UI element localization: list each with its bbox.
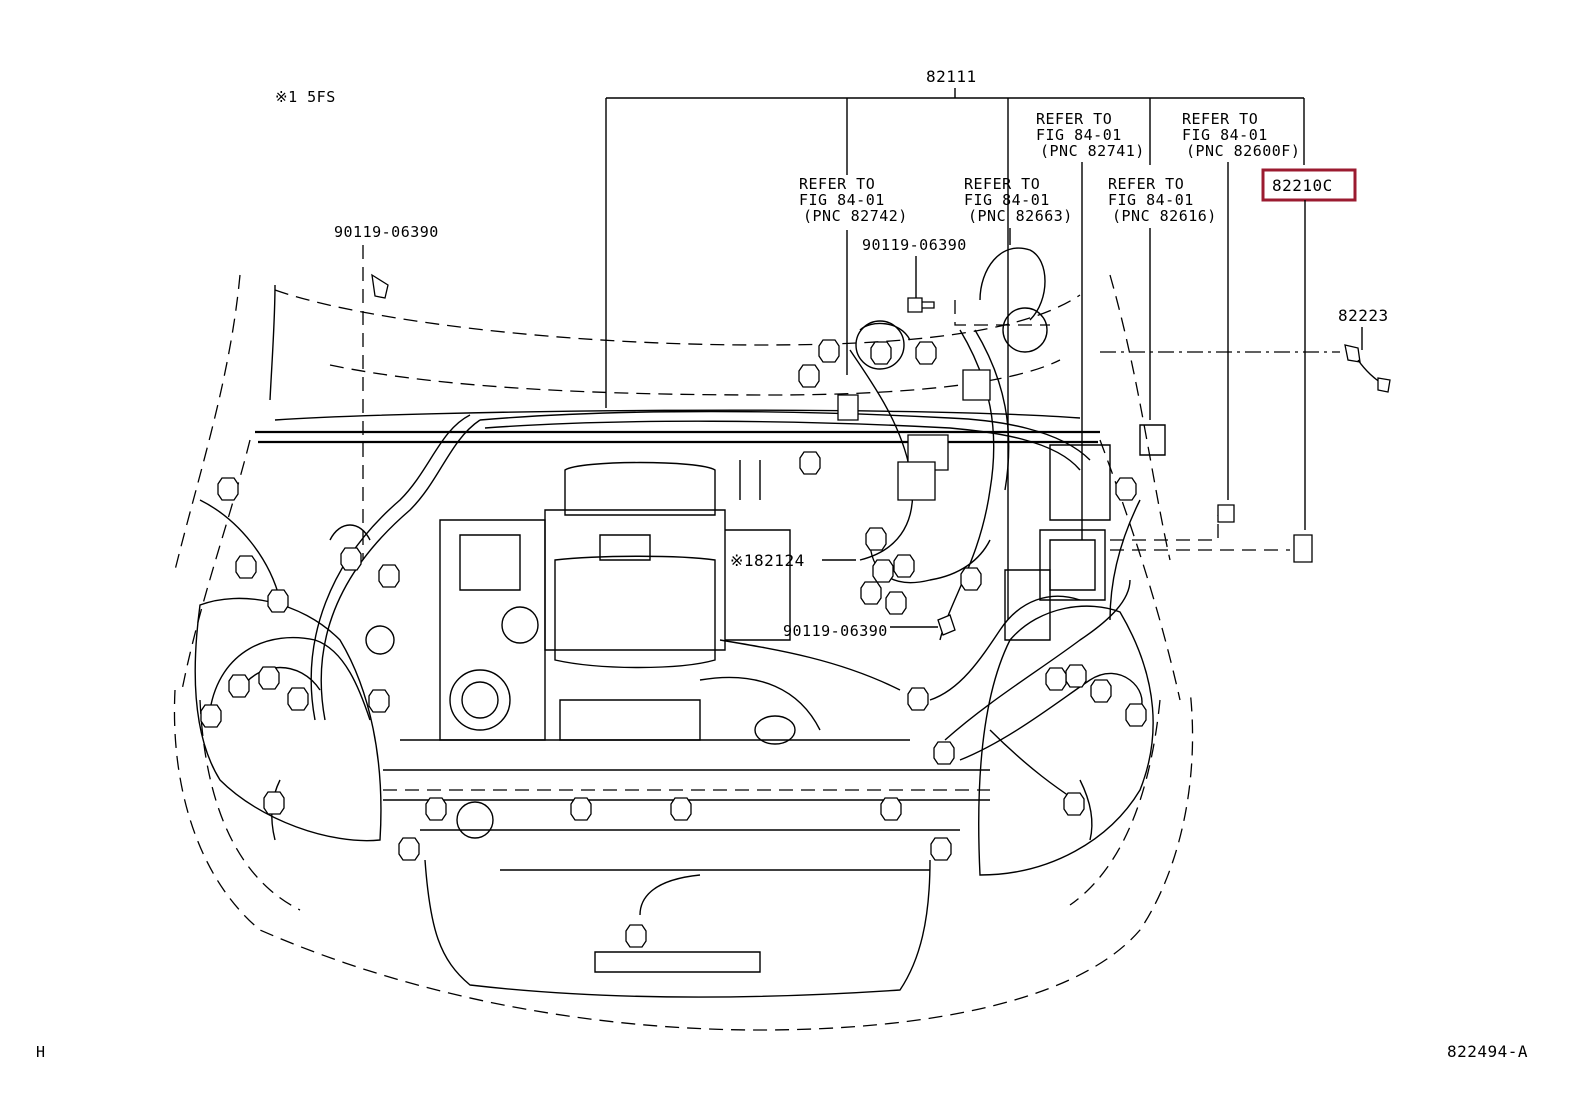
- refer-block-82616[interactable]: REFER TO FIG 84-01 (PNC 82616): [1108, 175, 1217, 225]
- bolt-center-bottom-icon: [937, 614, 956, 636]
- part-label-main-harness[interactable]: 82111: [926, 67, 977, 86]
- svg-text:FIG 84-01: FIG 84-01: [1108, 191, 1194, 209]
- refer-block-82663[interactable]: REFER TO FIG 84-01 (PNC 82663): [964, 175, 1073, 225]
- svg-text:(PNC 82742): (PNC 82742): [803, 207, 908, 225]
- refer-block-82600f[interactable]: REFER TO FIG 84-01 (PNC 82600F): [1182, 110, 1300, 160]
- highlighted-part-82210c[interactable]: 82210C: [1261, 168, 1357, 202]
- part-label-bolt-left[interactable]: 90119-06390: [334, 223, 439, 241]
- part-label-82223[interactable]: 82223: [1338, 306, 1389, 325]
- corner-marker: H: [36, 1043, 46, 1061]
- svg-text:REFER TO: REFER TO: [1036, 110, 1112, 128]
- connection-guides: [954, 300, 1340, 551]
- svg-text:(PNC 82616): (PNC 82616): [1112, 207, 1217, 225]
- svg-text:REFER TO: REFER TO: [799, 175, 875, 193]
- svg-text:FIG 84-01: FIG 84-01: [1182, 126, 1268, 144]
- svg-text:REFER TO: REFER TO: [964, 175, 1040, 193]
- part-label-82210c: 82210C: [1272, 176, 1333, 195]
- part-label-bolt-center-bottom[interactable]: 90119-06390: [783, 622, 888, 640]
- relay-block: [1004, 424, 1166, 641]
- note-label: ※1 5FS: [275, 88, 336, 106]
- connectors: [200, 273, 1391, 948]
- connector-82210c-icon: [1293, 534, 1313, 563]
- svg-text:(PNC 82741): (PNC 82741): [1040, 142, 1145, 160]
- svg-text:REFER TO: REFER TO: [1108, 175, 1184, 193]
- highlight-box: [1261, 168, 1357, 202]
- svg-text:(PNC 82600F): (PNC 82600F): [1186, 142, 1300, 160]
- leader-lines: [362, 88, 1363, 628]
- vehicle-body-outline: [173, 274, 1194, 1031]
- part-label-bolt-center-top[interactable]: 90119-06390: [862, 236, 967, 254]
- engine-assembly: [439, 460, 901, 745]
- figure-id: 822494-A: [1447, 1042, 1528, 1061]
- svg-text:FIG 84-01: FIG 84-01: [964, 191, 1050, 209]
- fuse-icon: [1217, 504, 1235, 523]
- refer-block-82741[interactable]: REFER TO FIG 84-01 (PNC 82741): [1036, 110, 1145, 160]
- svg-text:(PNC 82663): (PNC 82663): [968, 207, 1073, 225]
- bolt-left-icon: [371, 273, 389, 299]
- refer-block-82742[interactable]: REFER TO FIG 84-01 (PNC 82742): [799, 175, 908, 225]
- bolt-center-top-icon: [907, 297, 935, 313]
- part-label-82124[interactable]: ※182124: [730, 551, 805, 570]
- svg-text:REFER TO: REFER TO: [1182, 110, 1258, 128]
- sensor-82223-icon: [1344, 344, 1391, 393]
- svg-text:FIG 84-01: FIG 84-01: [799, 191, 885, 209]
- svg-text:FIG 84-01: FIG 84-01: [1036, 126, 1122, 144]
